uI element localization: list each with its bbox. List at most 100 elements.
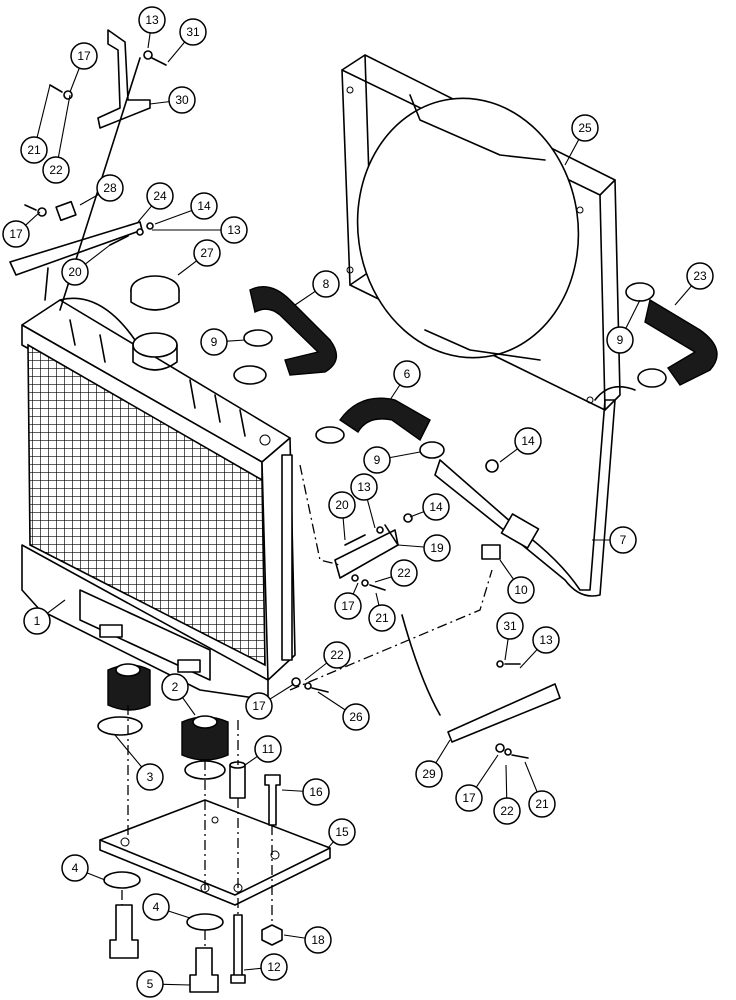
- callout-label: 4: [153, 900, 160, 914]
- callout-13: 13: [138, 6, 166, 34]
- radiator-cap: [130, 275, 180, 311]
- callout-17: 17: [2, 220, 30, 248]
- callout-leader: [36, 84, 51, 138]
- callout-leader: [47, 599, 66, 614]
- callout-label: 27: [200, 246, 214, 260]
- callout-6: 6: [393, 360, 421, 388]
- callout-leader: [352, 582, 359, 595]
- callout-leader: [283, 934, 306, 939]
- callout-label: 11: [262, 742, 275, 756]
- callout-leader: [389, 451, 421, 459]
- callout-14: 14: [190, 192, 218, 220]
- callout-21: 21: [528, 790, 556, 818]
- callout-2: 2: [161, 673, 189, 701]
- callout-label: 2: [172, 680, 179, 694]
- callout-leader: [114, 734, 143, 768]
- callout-leader: [86, 872, 106, 881]
- callout-29: 29: [415, 760, 443, 788]
- callout-label: 17: [252, 699, 266, 713]
- callout-4: 4: [61, 854, 89, 882]
- callout-leader: [147, 32, 151, 49]
- callout-label: 21: [27, 143, 41, 157]
- callout-label: 24: [153, 189, 167, 203]
- callout-14: 14: [514, 427, 542, 455]
- callout-13: 13: [220, 216, 248, 244]
- callout-label: 6: [404, 367, 411, 381]
- callout-leader: [243, 967, 262, 971]
- callout-8: 8: [312, 270, 340, 298]
- callout-leader: [625, 299, 641, 329]
- callout-label: 9: [617, 333, 624, 347]
- callout-label: 8: [323, 277, 330, 291]
- callout-leader: [475, 754, 499, 788]
- callout-leader: [244, 755, 258, 766]
- callout-label: 16: [309, 785, 323, 799]
- callout-leader: [154, 209, 192, 225]
- callout-18: 18: [304, 926, 332, 954]
- callout-leaders: [25, 32, 692, 986]
- callout-12: 12: [260, 953, 288, 981]
- callout-label: 1: [34, 614, 41, 628]
- callout-leader: [137, 205, 153, 223]
- callout-label: 22: [49, 163, 63, 177]
- callout-leader: [317, 691, 346, 711]
- callout-17: 17: [455, 784, 483, 812]
- callout-5: 5: [136, 970, 164, 998]
- callout-17: 17: [334, 592, 362, 620]
- callout-leader: [57, 94, 71, 158]
- callout-22: 22: [42, 156, 70, 184]
- callout-label: 9: [374, 453, 381, 467]
- callout-31: 31: [179, 18, 207, 46]
- coolant-tube: [434, 385, 636, 597]
- callout-leader: [564, 139, 580, 166]
- callout-leader: [342, 517, 346, 541]
- callout-label: 31: [186, 25, 200, 39]
- callout-16: 16: [302, 778, 330, 806]
- callout-24: 24: [146, 182, 174, 210]
- callout-17: 17: [245, 692, 273, 720]
- callout-leader: [499, 448, 518, 463]
- callout-leader: [162, 983, 191, 986]
- mounts: [97, 663, 229, 780]
- base-plate: [99, 799, 331, 906]
- callout-21: 21: [368, 604, 396, 632]
- callout-leader: [389, 384, 401, 401]
- callout-27: 27: [193, 239, 221, 267]
- callout-label: 29: [422, 767, 436, 781]
- callout-label: 13: [357, 480, 371, 494]
- callout-9: 9: [363, 446, 391, 474]
- callout-14: 14: [422, 493, 450, 521]
- callout-leader: [226, 339, 246, 342]
- callout-label: 22: [397, 566, 411, 580]
- callout-3: 3: [136, 763, 164, 791]
- callout-31: 31: [496, 612, 524, 640]
- bracket-29: [401, 614, 561, 743]
- lower-hose: [339, 397, 431, 442]
- callout-label: 28: [103, 181, 117, 195]
- callout-leader: [168, 910, 191, 919]
- callout-label: 21: [535, 797, 549, 811]
- callout-label: 14: [521, 434, 535, 448]
- callout-leader: [281, 789, 304, 792]
- callout-leader: [435, 739, 451, 764]
- callout-10: 10: [507, 576, 535, 604]
- radiator: [21, 297, 296, 701]
- alignment-lines: [121, 464, 493, 948]
- callout-label: 21: [375, 611, 389, 625]
- callout-leader: [505, 764, 508, 799]
- callout-leader: [182, 697, 196, 716]
- hose-right: [644, 298, 718, 386]
- callout-leader: [84, 244, 111, 265]
- callout-13: 13: [350, 473, 378, 501]
- callout-label: 4: [72, 861, 79, 875]
- callout-leader: [327, 841, 334, 849]
- callout-leader: [269, 683, 295, 700]
- callout-leader: [374, 576, 392, 583]
- callout-leader: [25, 211, 41, 226]
- callout-1: 1: [23, 607, 51, 635]
- callout-leader: [499, 559, 514, 580]
- callout-25: 25: [571, 114, 599, 142]
